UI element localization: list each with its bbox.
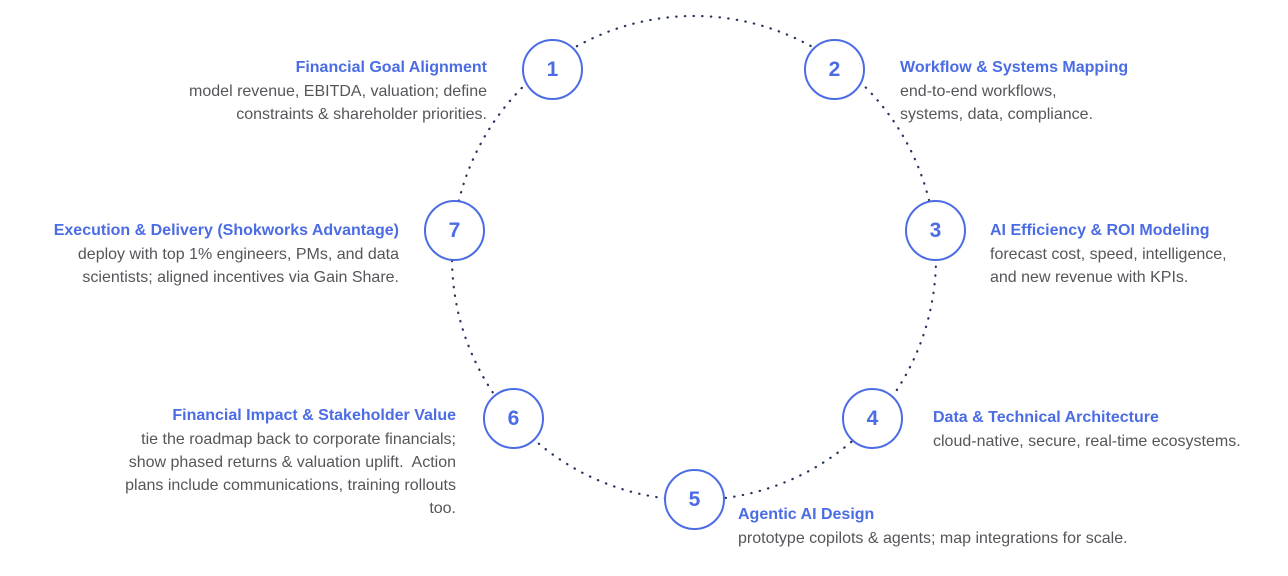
step-1-title: Financial Goal Alignment <box>295 59 487 76</box>
step-6-circle: 6 <box>483 388 544 449</box>
step-5-description: prototype copilots & agents; map integra… <box>738 530 1128 547</box>
step-7-textblock: Execution & Delivery (Shokworks Advantag… <box>54 219 399 289</box>
step-1-description: model revenue, EBITDA, valuation; define… <box>189 83 487 123</box>
step-4-textblock: Data & Technical Architecture cloud-nati… <box>933 406 1241 453</box>
step-5-textblock: Agentic AI Design prototype copilots & a… <box>738 503 1128 550</box>
step-1-circle: 1 <box>522 39 583 100</box>
step-4-circle: 4 <box>842 388 903 449</box>
step-5-number: 5 <box>688 488 701 511</box>
step-4-title: Data & Technical Architecture <box>933 409 1159 426</box>
step-6-description: tie the roadmap back to corporate financ… <box>125 431 456 517</box>
step-2-number: 2 <box>828 58 841 81</box>
step-2-textblock: Workflow & Systems Mapping end-to-end wo… <box>900 56 1128 126</box>
step-5-title: Agentic AI Design <box>738 506 875 523</box>
step-7-description: deploy with top 1% engineers, PMs, and d… <box>77 246 399 286</box>
step-5-circle: 5 <box>664 469 725 530</box>
step-6-number: 6 <box>507 407 520 430</box>
step-1-textblock: Financial Goal Alignment model revenue, … <box>189 56 487 126</box>
step-3-number: 3 <box>929 219 942 242</box>
step-3-description: forecast cost, speed, intelligence, and … <box>990 246 1227 286</box>
step-2-circle: 2 <box>804 39 865 100</box>
step-6-textblock: Financial Impact & Stakeholder Value tie… <box>125 404 456 520</box>
step-4-description: cloud-native, secure, real-time ecosyste… <box>933 433 1241 450</box>
step-3-circle: 3 <box>905 200 966 261</box>
step-2-title: Workflow & Systems Mapping <box>900 59 1129 76</box>
step-3-textblock: AI Efficiency & ROI Modeling forecast co… <box>990 219 1227 289</box>
step-4-number: 4 <box>866 407 879 430</box>
step-7-circle: 7 <box>424 200 485 261</box>
step-7-number: 7 <box>448 219 461 242</box>
step-6-title: Financial Impact & Stakeholder Value <box>172 407 456 424</box>
step-3-title: AI Efficiency & ROI Modeling <box>990 222 1210 239</box>
step-7-title: Execution & Delivery (Shokworks Advantag… <box>53 222 399 239</box>
step-2-description: end-to-end workflows, systems, data, com… <box>900 83 1093 123</box>
step-1-number: 1 <box>546 58 559 81</box>
